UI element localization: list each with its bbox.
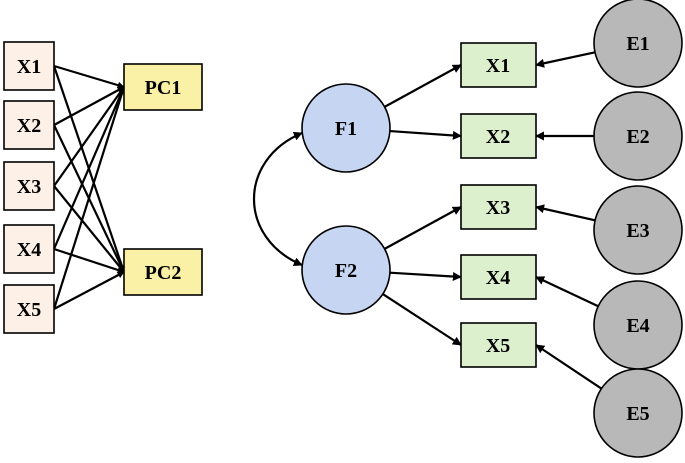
error-label-e1: E1 <box>626 33 649 55</box>
factor-node-f2: F2 <box>301 225 391 315</box>
pca-input-box-x4: X4 <box>3 224 55 274</box>
indicator-box-x3: X3 <box>460 184 537 230</box>
pca-input-label-x1: X1 <box>17 56 41 78</box>
indicator-box-x2: X2 <box>460 113 537 159</box>
indicator-rect-x5 <box>460 322 537 368</box>
error-arrow-e5-to-x5 <box>535 344 602 390</box>
indicator-box-x4: X4 <box>460 254 537 300</box>
pca-input-label-x5: X5 <box>17 299 41 321</box>
factor-circle-f1 <box>301 83 391 173</box>
loading-arrow-f2-to-x5 <box>382 293 462 346</box>
indicator-rect-x2 <box>460 113 537 159</box>
pca-arrow-x5-to-pc2 <box>53 271 125 310</box>
pca-input-box-x5: X5 <box>3 284 55 334</box>
pca-component-rect-pc1 <box>123 63 203 111</box>
pca-input-rect-x5 <box>3 284 55 334</box>
pca-arrow-x3-to-pc2 <box>53 185 125 273</box>
error-node-e5: E5 <box>593 368 683 458</box>
pca-input-rect-x4 <box>3 224 55 274</box>
pca-component-rect-pc2 <box>123 248 203 296</box>
error-node-e1: E1 <box>593 0 683 88</box>
indicator-rect-x4 <box>460 254 537 300</box>
pca-component-label-pc2: PC2 <box>145 262 182 284</box>
error-arrow-e4-to-x4 <box>535 276 599 308</box>
indicator-box-x5: X5 <box>460 322 537 368</box>
loading-arrow-f2-to-x3 <box>384 206 462 250</box>
factor-correlation-arrow <box>253 131 303 267</box>
indicator-label-x3: X3 <box>486 197 510 219</box>
edges-layer <box>52 51 602 390</box>
factor-node-f1: F1 <box>301 83 391 173</box>
error-arrow-e1-to-x1 <box>535 51 596 68</box>
error-circle-e1 <box>593 0 683 88</box>
indicator-rect-x1 <box>460 42 537 88</box>
error-label-e5: E5 <box>626 403 649 425</box>
indicator-box-x1: X1 <box>460 42 537 88</box>
indicator-label-x1: X1 <box>486 55 510 77</box>
pca-input-box-x2: X2 <box>3 100 55 150</box>
error-node-e2: E2 <box>593 91 683 181</box>
pca-arrow-x2-to-pc1 <box>53 86 125 126</box>
pca-panel: X1 X2 X3 X4 X5 PC1 PC2 <box>3 41 203 334</box>
pca-input-box-x3: X3 <box>3 161 55 211</box>
error-node-e3: E3 <box>593 185 683 275</box>
pca-input-rect-x2 <box>3 100 55 150</box>
error-label-e3: E3 <box>626 220 649 242</box>
pca-arrow-x1-to-pc1 <box>53 64 125 89</box>
loading-arrow-f1-to-x2 <box>389 129 462 140</box>
error-circle-e2 <box>593 91 683 181</box>
indicator-label-x5: X5 <box>486 335 510 357</box>
indicator-label-x2: X2 <box>486 126 510 148</box>
pca-input-rect-x1 <box>3 41 55 91</box>
error-node-e4: E4 <box>593 280 683 370</box>
factor-circle-f2 <box>301 225 391 315</box>
loading-arrow-f1-to-x1 <box>384 64 462 108</box>
pca-input-label-x4: X4 <box>17 239 41 261</box>
pca-input-label-x2: X2 <box>17 115 41 137</box>
pca-input-label-x3: X3 <box>17 176 41 198</box>
loading-arrow-f2-to-x4 <box>389 271 462 281</box>
error-circle-e3 <box>593 185 683 275</box>
pca-component-label-pc1: PC1 <box>145 77 182 99</box>
pca-input-rect-x3 <box>3 161 55 211</box>
pca-arrow-x3-to-pc1 <box>53 86 125 187</box>
pca-arrow-x4-to-pc1 <box>52 86 126 250</box>
pca-arrow-x5-to-pc1 <box>52 86 126 310</box>
error-label-e4: E4 <box>626 315 649 337</box>
pca-component-box-pc2: PC2 <box>123 248 203 296</box>
error-circle-e5 <box>593 368 683 458</box>
pca-input-box-x1: X1 <box>3 41 55 91</box>
pca-arrow-x4-to-pc2 <box>53 247 125 274</box>
pca-component-box-pc1: PC1 <box>123 63 203 111</box>
factor-label-f2: F2 <box>335 260 357 282</box>
error-arrow-e3-to-x3 <box>535 204 596 222</box>
error-label-e2: E2 <box>626 126 649 148</box>
indicator-rect-x3 <box>460 184 537 230</box>
indicator-label-x4: X4 <box>486 267 510 289</box>
factor-label-f1: F1 <box>335 118 357 140</box>
factor-model-panel: F1 F2 X1 X2 X3 X4 X5 E1 <box>301 0 683 458</box>
